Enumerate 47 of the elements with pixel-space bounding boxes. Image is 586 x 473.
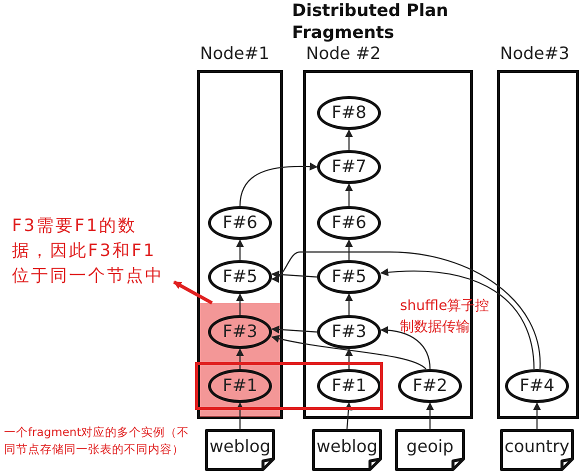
fragment-label: F#8 [332,103,366,123]
arrow [271,326,318,334]
arrow [380,268,535,370]
pointer-arrow [173,280,213,305]
highlight-overlay [200,303,280,417]
arrow [236,293,244,315]
arrow [236,402,244,429]
fragment-label: F#5 [222,267,258,287]
fragment-label: F#1 [332,376,366,396]
arrow [345,348,353,369]
arrow [236,239,244,260]
arrow [344,402,352,430]
arrow [380,326,431,370]
fragment-label: F#6 [222,213,258,233]
document-label: country [503,437,570,457]
arrow [236,348,244,369]
arrow [345,129,353,150]
arrow [345,183,353,206]
arrow [271,251,541,370]
fragment-label: F#5 [332,267,366,287]
fragment-ellipse [208,315,272,349]
arrow [271,334,426,370]
node-heading: Node #2 [306,44,381,64]
fragment-label: F#6 [332,213,366,233]
arrow [426,402,434,429]
document-label: geoip [405,437,455,457]
arrow [533,402,541,429]
document-label: weblog [208,437,272,457]
instance-note: 一个fragment对应的多个实例（不同节点存储同一张表的不同内容） [4,424,190,458]
arrow [345,293,353,315]
fragment-label: F#2 [412,376,448,396]
arrow [239,162,318,206]
fragment-ellipse [208,369,272,403]
document-label: weblog [315,437,379,457]
fragment-ellipse [317,315,381,349]
node-heading: Node#3 [500,44,570,64]
fragment-label: F#7 [332,157,366,177]
fragment-label: F#1 [222,376,258,396]
arrow [345,239,353,260]
annotation-note: F3需要F1的数据，因此F3和F1位于同一个节点中 [12,215,165,288]
fragment-label: F#3 [332,322,366,342]
fragment-ellipse [317,369,381,403]
arrow [271,270,318,278]
node-heading: Node#1 [200,44,270,64]
diagram-title: Distributed Plan Fragments [292,0,450,44]
fragment-label: F#3 [222,322,258,342]
fragment-label: F#4 [520,376,554,396]
